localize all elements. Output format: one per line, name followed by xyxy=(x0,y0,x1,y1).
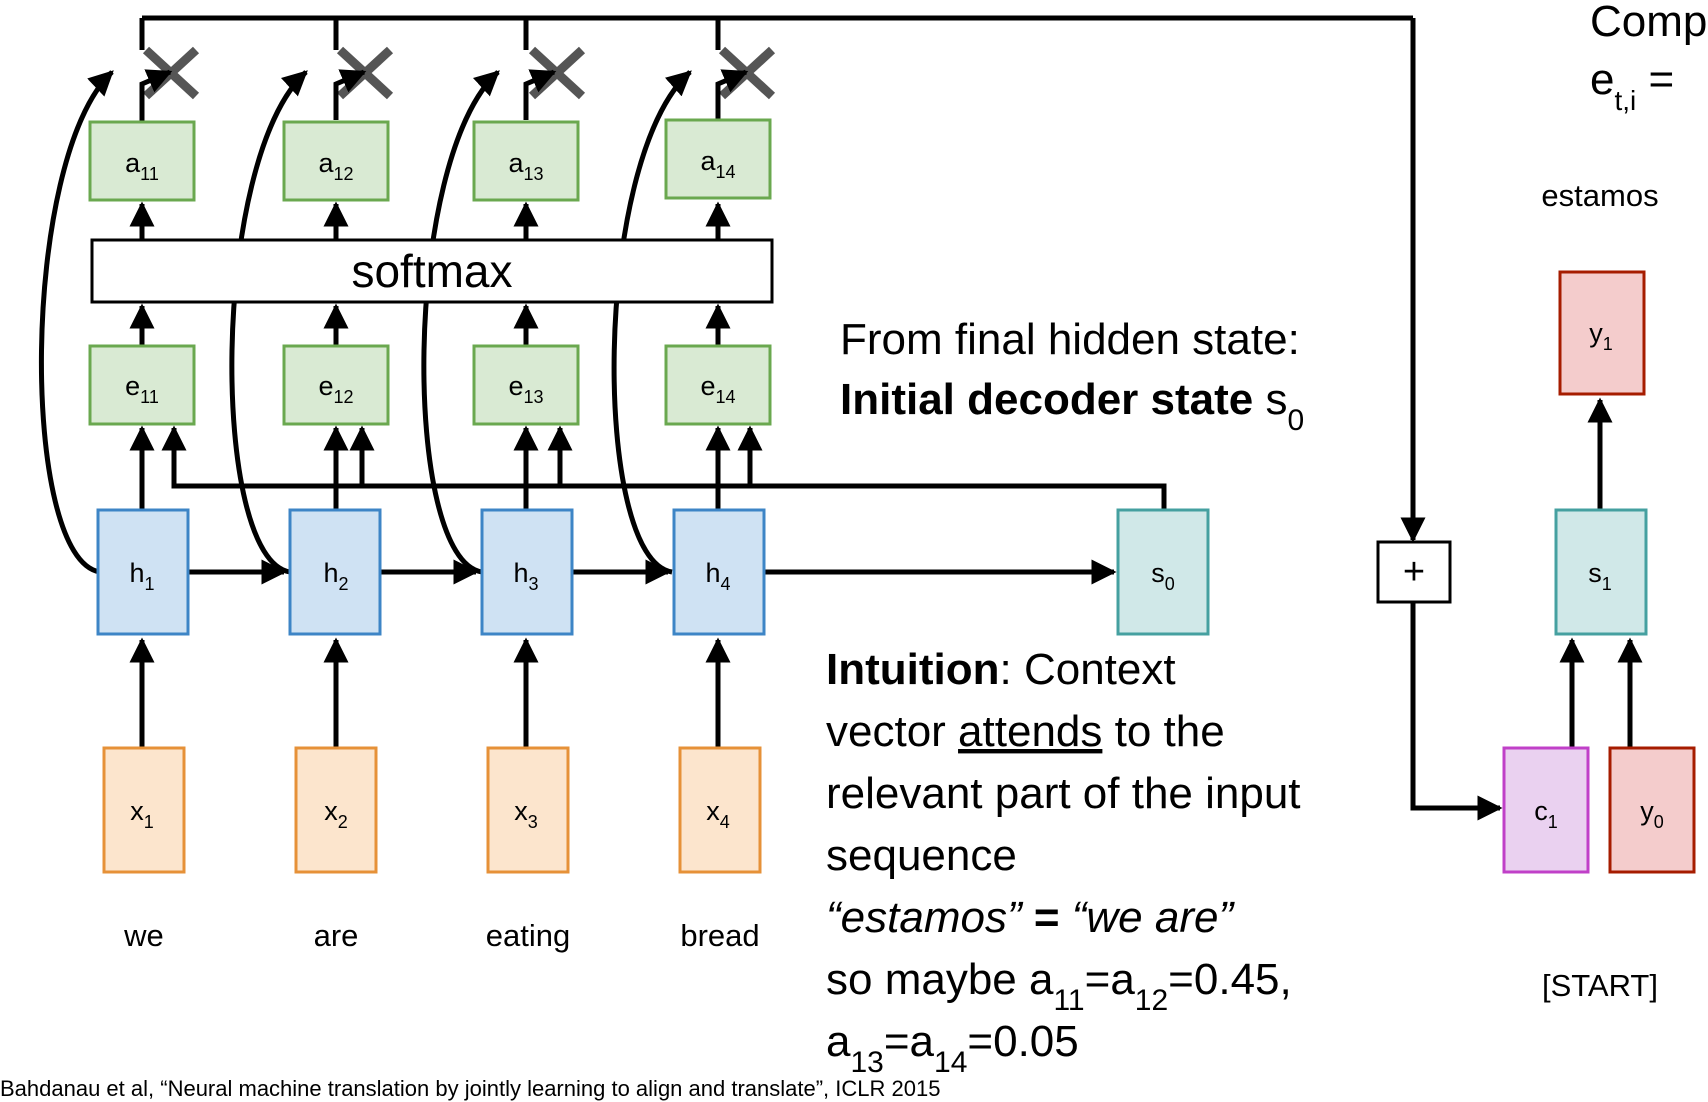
softmax-label: softmax xyxy=(351,245,512,297)
alignment-score-e12: e12 xyxy=(282,344,390,426)
svg-text:a14: a14 xyxy=(700,146,735,182)
hidden-state-h4: h4 xyxy=(672,508,766,636)
score-to-softmax-arrows xyxy=(129,303,731,346)
intuition-note: Intuition: Context vector attends to the… xyxy=(826,645,1301,1079)
start-token: [START] xyxy=(1542,968,1658,1003)
svg-text:h1: h1 xyxy=(129,558,154,594)
svg-text:a13: a13 xyxy=(508,148,543,184)
softmax-layer: softmax xyxy=(90,238,774,304)
svg-text:h3: h3 xyxy=(513,558,538,594)
svg-text:s0: s0 xyxy=(1151,558,1175,594)
decoder-input-y0: y0 xyxy=(1608,746,1696,874)
attention-weight-a12: a12 xyxy=(282,120,390,202)
svg-text:e12: e12 xyxy=(318,371,353,407)
softmax-to-weight-arrows xyxy=(129,201,731,240)
decoder-output-y1: y1 xyxy=(1558,270,1646,396)
svg-text:y0: y0 xyxy=(1640,796,1664,832)
decoder-state-to-score-arrows xyxy=(161,425,1167,510)
context-vector-c1: c1 xyxy=(1502,746,1590,874)
input-x3: x3 xyxy=(486,746,570,874)
hidden-state-h1: h1 xyxy=(96,508,190,636)
hidden-state-boxes: h1 h2 h3 h4 xyxy=(96,508,766,636)
input-boxes: x1 x2 x3 x4 xyxy=(102,746,762,874)
alignment-score-e11: e11 xyxy=(88,344,196,426)
svg-text:x2: x2 xyxy=(324,796,348,832)
svg-text:sequence: sequence xyxy=(826,831,1017,880)
input-word-4: bread xyxy=(680,918,759,953)
svg-text:Initial decoder state s0: Initial decoder state s0 xyxy=(840,375,1304,437)
svg-text:relevant part of the input: relevant part of the input xyxy=(826,769,1301,818)
input-to-hidden-arrows xyxy=(129,637,731,748)
decoder-arrows xyxy=(1410,397,1643,821)
weight-to-multiply-arrows xyxy=(139,69,749,122)
hidden-state-h2: h2 xyxy=(288,508,382,636)
hidden-to-score-arrows xyxy=(129,425,731,510)
attention-weight-a11: a11 xyxy=(88,120,196,202)
svg-text:+: + xyxy=(1403,551,1425,593)
svg-text:“estamos” = “we are”: “estamos” = “we are” xyxy=(826,893,1235,942)
svg-text:c1: c1 xyxy=(1534,796,1558,832)
input-x2: x2 xyxy=(294,746,378,874)
input-x1: x1 xyxy=(102,746,186,874)
input-word-1: we xyxy=(123,918,164,953)
svg-text:vector attends to the: vector attends to the xyxy=(826,707,1225,756)
citation: Bahdanau et al, “Neural machine translat… xyxy=(0,1076,940,1101)
svg-text:x4: x4 xyxy=(706,796,730,832)
svg-text:s1: s1 xyxy=(1588,558,1612,594)
context-sum-node: + xyxy=(1376,540,1452,604)
multiply-node-3 xyxy=(528,46,586,100)
svg-text:h4: h4 xyxy=(705,558,730,594)
svg-text:x1: x1 xyxy=(130,796,154,832)
svg-text:Intuition: Context: Intuition: Context xyxy=(826,645,1176,694)
svg-text:y1: y1 xyxy=(1589,318,1613,354)
alignment-score-e14: e14 xyxy=(664,344,772,426)
svg-text:e14: e14 xyxy=(700,371,735,407)
final-state-note: From final hidden state: Initial decoder… xyxy=(840,315,1304,437)
attention-weight-boxes: a11 a12 a13 a14 xyxy=(88,118,772,202)
input-words: we are eating bread xyxy=(123,918,759,953)
multiply-node-1 xyxy=(142,46,200,100)
hidden-state-h3: h3 xyxy=(480,508,574,636)
decoder-state-s1: s1 xyxy=(1554,508,1648,636)
svg-text:et,i =: et,i = xyxy=(1590,55,1674,116)
svg-text:a11: a11 xyxy=(125,148,159,184)
decoder-state-s0: s0 xyxy=(1116,508,1210,636)
attention-weight-a14: a14 xyxy=(664,118,772,200)
svg-text:a13=a14=0.05: a13=a14=0.05 xyxy=(826,1017,1079,1079)
multiply-node-2 xyxy=(336,46,394,100)
input-word-2: are xyxy=(314,918,359,953)
multiply-node-4 xyxy=(718,46,776,100)
input-word-3: eating xyxy=(486,918,570,953)
attention-weight-a13: a13 xyxy=(472,120,580,202)
svg-text:a12: a12 xyxy=(318,148,353,184)
context-feedback-wires xyxy=(139,15,1426,543)
svg-text:Comp: Comp xyxy=(1590,0,1707,46)
svg-text:so maybe a11=a12=0.45,: so maybe a11=a12=0.45, xyxy=(826,955,1292,1017)
hidden-to-multiply-curves xyxy=(38,70,692,575)
svg-text:x3: x3 xyxy=(514,796,538,832)
svg-text:e11: e11 xyxy=(125,371,159,407)
svg-text:h2: h2 xyxy=(323,558,348,594)
output-word: estamos xyxy=(1541,178,1658,213)
header-fragment: Comp et,i = xyxy=(1590,0,1707,116)
alignment-score-boxes: e11 e12 e13 e14 xyxy=(88,344,772,426)
input-x4: x4 xyxy=(678,746,762,874)
multiply-nodes xyxy=(142,46,776,100)
svg-text:From final hidden state:: From final hidden state: xyxy=(840,315,1300,364)
alignment-score-e13: e13 xyxy=(472,344,580,426)
svg-text:e13: e13 xyxy=(508,371,543,407)
